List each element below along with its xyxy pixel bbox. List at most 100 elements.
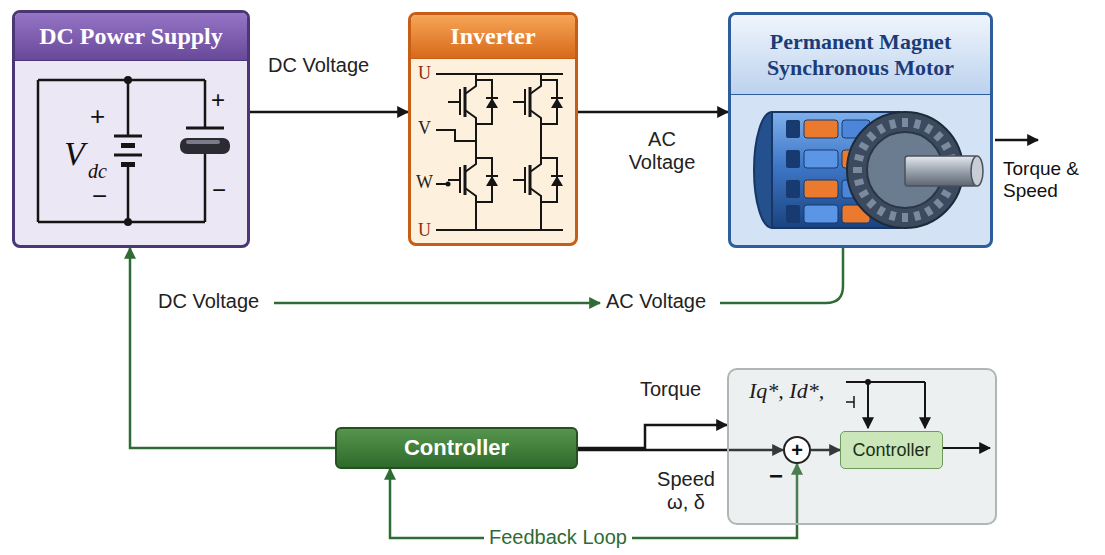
connector (578, 111, 728, 114)
end-plate-tooth (902, 118, 908, 127)
diode-bar (486, 97, 498, 99)
igbt-collector (465, 78, 476, 94)
shaft-end (971, 156, 983, 186)
end-plate-tooth (876, 123, 886, 134)
wire (37, 80, 40, 222)
dc-rail (436, 229, 563, 231)
polarity-sign: + (90, 102, 105, 132)
inner-controller-box: Controller (840, 431, 943, 469)
wire (540, 74, 542, 78)
igbt-emitter (465, 188, 476, 204)
current-reference: Iq*, Id*, (749, 378, 824, 404)
winding-coil (804, 180, 838, 198)
power-supply-box: DC Power Supply (12, 10, 250, 248)
dc-rail (436, 73, 563, 75)
wire (127, 166, 130, 222)
node-illustration (337, 429, 347, 439)
polarity-sign: + (211, 86, 225, 114)
connector (578, 425, 727, 448)
diode-bar (551, 175, 563, 177)
wire (38, 79, 205, 82)
junction-dot (124, 218, 132, 226)
igbt-gate-lead (448, 179, 460, 181)
diode-symbol (486, 176, 498, 186)
igbt-body (464, 87, 467, 117)
battery-plate (121, 162, 135, 167)
inverter-box: Inverter (408, 12, 578, 246)
signal-label: AC Voltage (606, 290, 706, 313)
end-plate-tooth (889, 211, 897, 221)
end-plate-tooth (941, 141, 952, 151)
diode-lead (541, 80, 557, 124)
end-plate-tooth (913, 119, 921, 129)
stator-slot (786, 180, 800, 198)
controller-box: Controller (335, 427, 578, 469)
phase-wire (436, 130, 476, 141)
igbt-body (529, 87, 532, 117)
stator-slot (786, 120, 800, 138)
stator-slot (786, 150, 800, 168)
end-plate-tooth (902, 213, 908, 222)
winding-coil (804, 205, 838, 223)
end-plate-tooth (854, 178, 864, 186)
minus-sign: − (769, 462, 783, 490)
end-plate-tooth (866, 131, 877, 142)
end-plate-tooth (866, 198, 877, 209)
diode-lead (541, 158, 557, 202)
signal-line (720, 248, 843, 303)
capacitor-plate (180, 138, 230, 154)
battery-plate (114, 154, 142, 157)
end-plate-tooth (941, 189, 952, 199)
terminal-dot (446, 182, 451, 187)
igbt-emitter (465, 110, 476, 126)
summing-junction: + (783, 436, 811, 464)
igbt-emitter (530, 110, 541, 126)
box-title: DC Power Supply (15, 13, 247, 61)
end-plate-tooth (933, 198, 944, 209)
output-wire (941, 447, 990, 449)
igbt-collector (530, 156, 541, 172)
winding-coil (804, 150, 838, 168)
igbt-collector (465, 156, 476, 172)
igbt-gate-lead (513, 101, 525, 103)
node-illustration (841, 432, 851, 442)
battery-plate (121, 143, 135, 148)
signal-label: DC Voltage (158, 290, 259, 313)
end-plate-tooth (913, 211, 921, 221)
motor-shaft (905, 156, 977, 186)
end-plate-tooth (853, 167, 862, 173)
winding-coil (804, 120, 838, 138)
box-label: Controller (404, 437, 509, 459)
box-title: Inverter (411, 15, 575, 59)
end-plate-tooth (858, 189, 869, 199)
end-plate-tooth (876, 206, 886, 217)
capacitor-highlight (186, 140, 220, 144)
wire (540, 126, 542, 156)
limit-mark (846, 401, 854, 403)
box-label: + (791, 440, 803, 460)
phase-label: W (416, 172, 433, 193)
box-label: Controller (852, 441, 930, 459)
phase-label: V (418, 118, 431, 139)
voltage-subscript: dc (88, 160, 107, 183)
phase-label: U (418, 63, 431, 84)
end-plate-tooth (924, 123, 934, 134)
motor-box: Permanent Magnet Synchronous Motor (728, 12, 993, 248)
end-plate-tooth (889, 119, 897, 129)
connector-label: AC Voltage (620, 128, 704, 174)
diode-symbol (486, 98, 498, 108)
output-label: Torque & Speed (1003, 158, 1101, 202)
connector-label: Torque (640, 378, 701, 401)
diode-bar (551, 97, 563, 99)
stator-slot (786, 205, 800, 223)
capacitor-plate (186, 127, 224, 130)
polarity-sign: − (92, 182, 107, 212)
wire (475, 74, 477, 78)
signal-line (274, 302, 600, 305)
end-plate-tooth (858, 141, 869, 151)
wire (475, 204, 477, 230)
igbt-gate-lead (448, 101, 460, 103)
voltage-symbol: V (64, 134, 85, 173)
diode-symbol (551, 176, 563, 186)
